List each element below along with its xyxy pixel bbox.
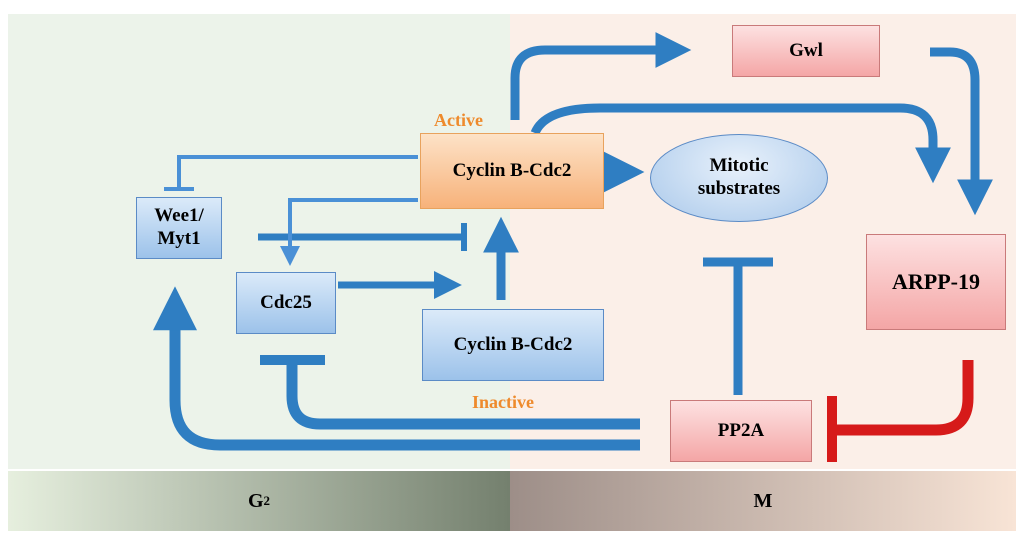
wee1-myt1-label: Wee1/ Myt1 xyxy=(154,205,204,249)
cdc25-box: Cdc25 xyxy=(236,272,336,334)
cyclin-active-box: Cyclin B-Cdc2 xyxy=(420,133,604,209)
mitotic-substrates-label: Mitotic substrates xyxy=(697,155,781,199)
arrow-cyclin-to-cdc25 xyxy=(280,198,418,266)
mitotic-substrates-ellipse: Mitotic substrates xyxy=(650,134,828,222)
inhibit-cyclin-to-wee1 xyxy=(177,155,418,187)
arrow-gwl-to-arpp19 xyxy=(930,47,993,216)
inhibit-arpp19-to-pp2a xyxy=(837,360,974,436)
pp2a-label: PP2A xyxy=(717,419,765,441)
arrow-pp2a-to-wee1 xyxy=(153,286,640,451)
m-phase-label: M xyxy=(753,489,773,512)
g2-phase-subscript: 2 xyxy=(263,493,271,508)
arrow-cyclin-to-gwl xyxy=(510,32,692,120)
g2-phase-label: G xyxy=(247,489,264,512)
arrow-cyclin-to-arpp19 xyxy=(530,103,951,184)
gwl-label: Gwl xyxy=(789,39,823,61)
cyclin-active-label: Cyclin B-Cdc2 xyxy=(452,159,572,181)
inhibit-pp2a-to-cdc25 xyxy=(286,364,640,430)
g2-region xyxy=(8,14,510,469)
pp2a-box: PP2A xyxy=(670,400,812,462)
cdc25-label: Cdc25 xyxy=(260,291,312,313)
wee1-myt1-box: Wee1/ Myt1 xyxy=(136,197,222,259)
cyclin-inactive-label: Cyclin B-Cdc2 xyxy=(453,333,573,355)
arpp19-label: ARPP-19 xyxy=(892,268,980,294)
m-phase-bar: M xyxy=(510,471,1016,531)
inactive-label: Inactive xyxy=(472,392,534,412)
active-label: Active xyxy=(434,110,483,130)
gwl-box: Gwl xyxy=(732,25,880,77)
cyclin-inactive-box: Cyclin B-Cdc2 xyxy=(422,309,604,381)
arpp19-box: ARPP-19 xyxy=(866,234,1006,330)
